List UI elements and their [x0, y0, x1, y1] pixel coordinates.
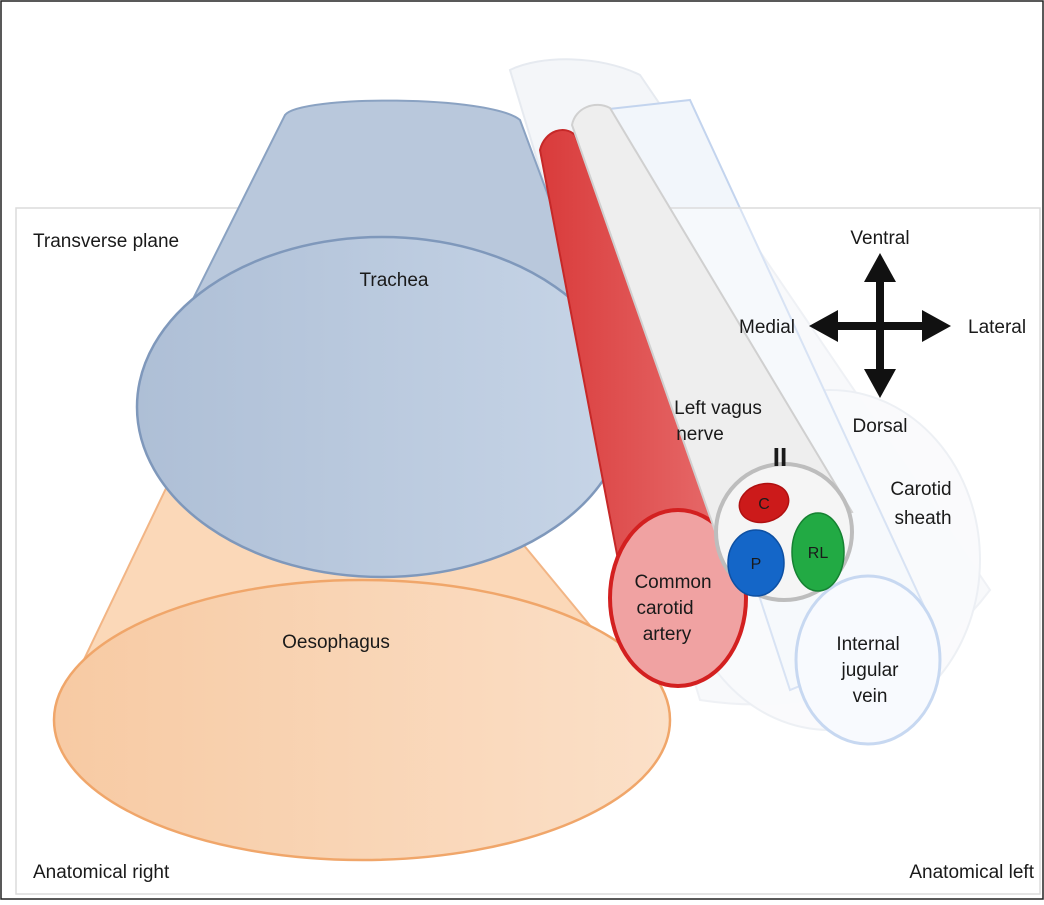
cardiac-fascicle-label: C [758, 496, 770, 513]
orientation-arrows-icon [809, 253, 951, 398]
trachea-label: Trachea [360, 270, 429, 291]
carotid-sheath-label-line1: Carotid [890, 479, 951, 500]
trachea [135, 99, 629, 579]
recurrent-laryngeal-fascicle-label: RL [808, 545, 829, 562]
left-vagus-nerve-label-line1: Left vagus [674, 398, 762, 419]
oesophagus-label: Oesophagus [282, 632, 390, 653]
internal-jugular-vein-label-line2: jugular [840, 660, 899, 681]
carotid-sheath-label-line2: sheath [894, 508, 951, 529]
pulmonary-fascicle-label: P [751, 556, 762, 573]
vagus-fascicles: C P RL [727, 482, 845, 597]
cardiac-fascicle [738, 482, 790, 524]
anatomical-left-label: Anatomical left [909, 862, 1034, 883]
dorsal-label: Dorsal [853, 416, 908, 437]
left-vagus-nerve-label-line2: nerve [676, 424, 724, 445]
common-carotid-artery-label-line1: Common [634, 572, 711, 593]
common-carotid-artery-label-line2: carotid [636, 598, 693, 619]
section-marker: II [773, 442, 787, 472]
pulmonary-fascicle [727, 529, 785, 597]
anatomical-right-label: Anatomical right [33, 862, 170, 883]
common-carotid-artery-label-line3: artery [643, 624, 692, 645]
lateral-label: Lateral [968, 317, 1026, 338]
recurrent-laryngeal-fascicle [791, 512, 845, 592]
orientation-compass: Ventral Dorsal Medial Lateral [739, 228, 1026, 437]
internal-jugular-vein-label-line1: Internal [836, 634, 899, 655]
plane-label: Transverse plane [33, 231, 179, 252]
ventral-label: Ventral [850, 228, 909, 249]
medial-label: Medial [739, 317, 795, 338]
internal-jugular-vein-label-line3: vein [853, 686, 888, 707]
